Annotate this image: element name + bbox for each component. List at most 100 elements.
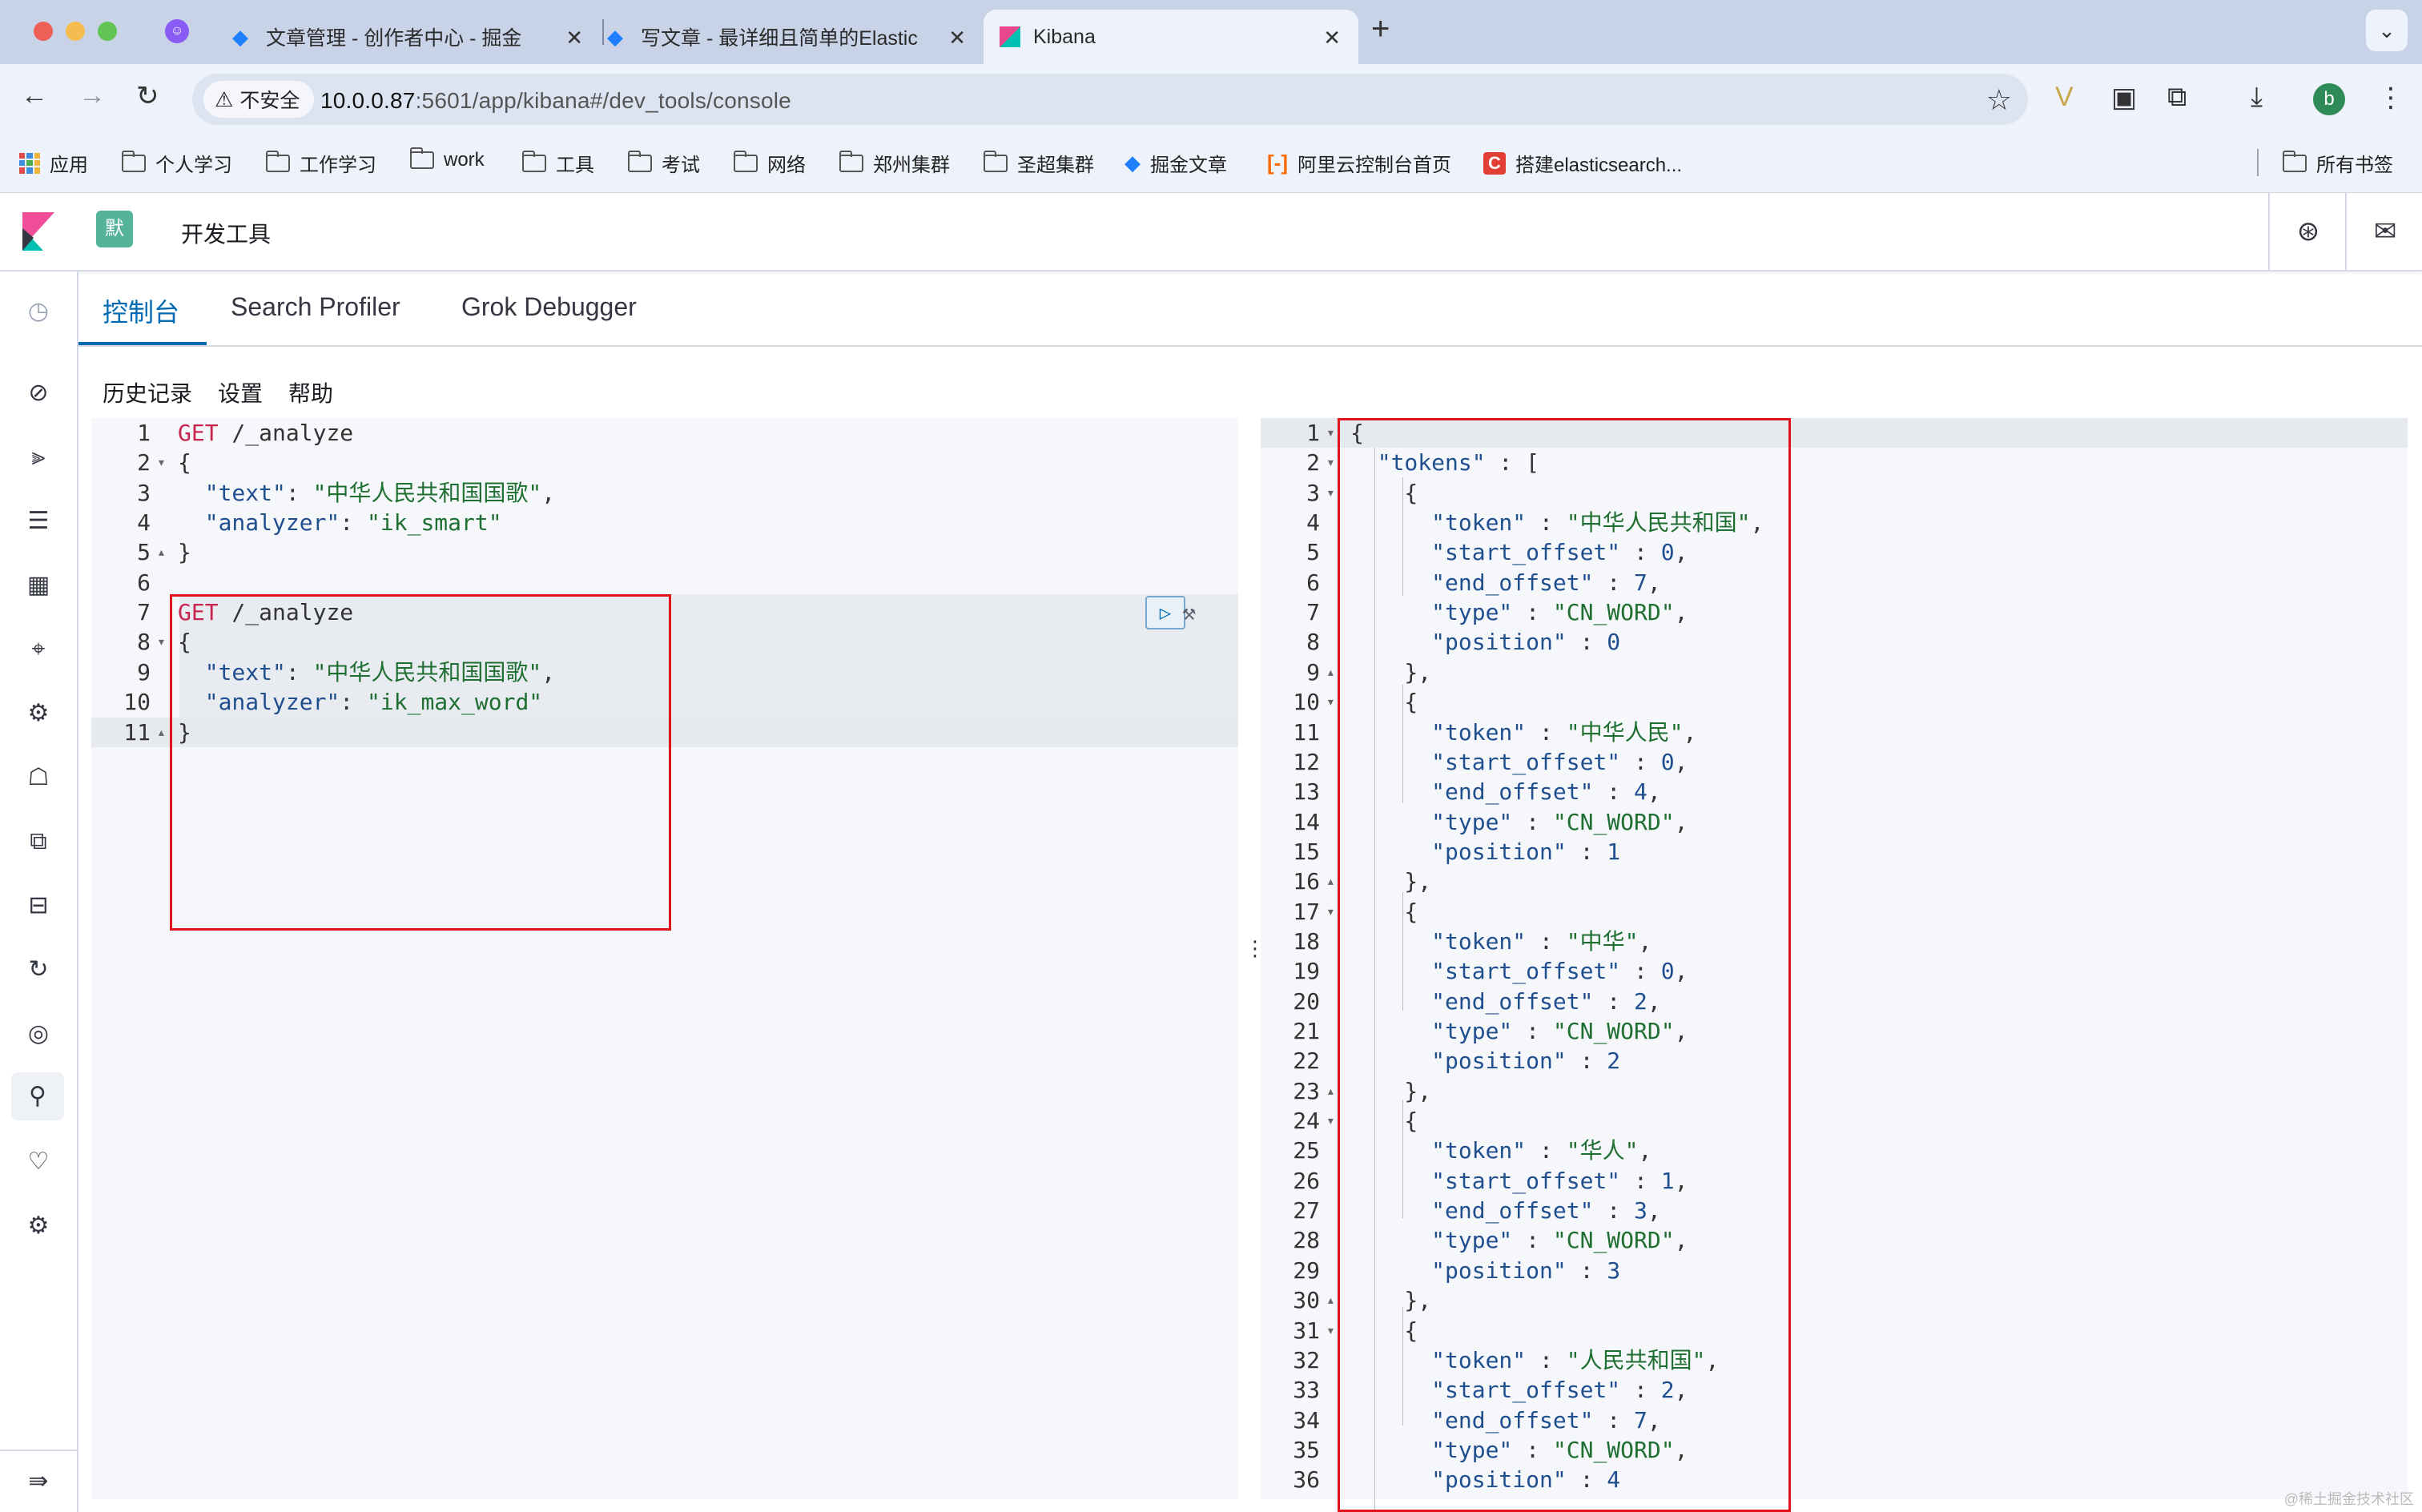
bookmark-all[interactable]: 所有书签 xyxy=(2282,149,2393,177)
forward-icon[interactable]: → xyxy=(78,80,106,111)
bookmark-juejin[interactable]: ◆掘金文章 xyxy=(1124,149,1227,177)
tab-grok-debugger[interactable]: Grok Debugger xyxy=(461,292,637,321)
wrench-icon[interactable]: ⚒ xyxy=(1182,599,1196,625)
indent-guide xyxy=(1402,685,1403,803)
fold-toggle-icon[interactable]: ▴ xyxy=(1326,1082,1335,1100)
new-tab-icon[interactable]: + xyxy=(1371,11,1390,46)
bookmark-folder[interactable]: work xyxy=(409,147,485,171)
close-icon[interactable]: ✕ xyxy=(948,26,966,50)
more-menu-icon[interactable]: ⋮ xyxy=(2377,82,2404,113)
tab-console[interactable]: 控制台 xyxy=(103,298,180,327)
line-number: 2 xyxy=(1306,449,1320,477)
browser-tab-bar: ☺ ◆ 文章管理 - 创作者中心 - 掘金 ✕ ◆ 写文章 - 最详细且简单的E… xyxy=(0,0,2422,64)
browser-tab-write-article[interactable]: ◆ 写文章 - 最详细且简单的Elastic ✕ xyxy=(607,10,984,64)
fold-toggle-icon[interactable]: ▴ xyxy=(157,723,166,741)
close-icon[interactable]: ✕ xyxy=(565,26,583,50)
fold-toggle-icon[interactable]: ▴ xyxy=(1326,663,1335,681)
fold-toggle-icon[interactable]: ▾ xyxy=(1326,424,1335,441)
fold-toggle-icon[interactable]: ▾ xyxy=(1326,484,1335,501)
bookmark-star-icon[interactable]: ☆ xyxy=(1985,83,2012,116)
line-number: 36 xyxy=(1293,1466,1320,1494)
code-text: "token" : "中华人民", xyxy=(1350,718,1697,746)
fold-toggle-icon[interactable]: ▴ xyxy=(1326,1292,1335,1309)
fold-toggle-icon[interactable]: ▾ xyxy=(1326,1321,1335,1339)
tab-group-icon[interactable]: ☺ xyxy=(165,19,189,43)
url-text[interactable]: 10.0.0.87:5601/app/kibana#/dev_tools/con… xyxy=(320,88,791,114)
code-line: 11 "token" : "中华人民", xyxy=(1261,718,2408,747)
window-zoom-button[interactable] xyxy=(98,22,117,41)
extension-v-icon[interactable]: V xyxy=(2055,82,2074,112)
fold-toggle-icon[interactable]: ▾ xyxy=(1326,694,1335,711)
tab-search-profiler[interactable]: Search Profiler xyxy=(231,292,400,321)
bookmark-aliyun[interactable]: [-]阿里云控制台首页 xyxy=(1267,149,1451,177)
code-text: "tokens" : [ xyxy=(1350,449,1540,477)
bookmark-apps[interactable]: 应用 xyxy=(19,149,88,177)
code-line: 23▴ }, xyxy=(1261,1076,2408,1106)
extensions-puzzle-icon[interactable]: ⧉ xyxy=(2167,82,2187,112)
fold-toggle-icon[interactable]: ▾ xyxy=(1326,903,1335,920)
expand-nav-icon[interactable]: ⇛ xyxy=(0,1450,77,1512)
monitoring-icon[interactable]: ♡ xyxy=(27,1148,50,1175)
ml-icon[interactable]: ⚙ xyxy=(27,700,50,726)
fold-toggle-icon[interactable]: ▴ xyxy=(157,544,166,561)
extension-save-icon[interactable]: ▣ xyxy=(2111,82,2138,113)
bookmark-folder[interactable]: 考试 xyxy=(627,149,700,177)
space-avatar[interactable]: 默 xyxy=(96,211,133,247)
line-number: 7 xyxy=(137,599,151,626)
fold-toggle-icon[interactable]: ▾ xyxy=(157,454,166,472)
kibana-logo[interactable] xyxy=(22,212,54,251)
code-line: 10 "analyzer": "ik_max_word" xyxy=(91,687,1238,717)
code-text: "position" : 2 xyxy=(1350,1048,1621,1075)
menu-history[interactable]: 历史记录 xyxy=(103,381,193,406)
code-text: }, xyxy=(1350,1077,1432,1104)
window-close-button[interactable] xyxy=(34,22,53,41)
tab-title: 写文章 - 最详细且简单的Elastic xyxy=(641,27,918,50)
browser-tab-article-manage[interactable]: ◆ 文章管理 - 创作者中心 - 掘金 ✕ xyxy=(232,10,601,64)
newsfeed-icon[interactable]: ✉ xyxy=(2345,193,2422,270)
juejin-icon: ◆ xyxy=(1124,151,1141,175)
url-omnibox[interactable]: ⚠ 不安全 10.0.0.87:5601/app/kibana#/dev_too… xyxy=(192,74,2028,125)
recent-icon[interactable]: ◷ xyxy=(27,298,50,324)
bookmark-folder[interactable]: 工具 xyxy=(521,149,594,177)
bookmark-folder[interactable]: 郑州集群 xyxy=(839,149,950,177)
reload-icon[interactable]: ↻ xyxy=(136,81,159,111)
back-icon[interactable]: ← xyxy=(21,80,48,111)
bookmark-folder[interactable]: 个人学习 xyxy=(121,149,232,177)
code-text: "start_offset" : 1, xyxy=(1350,1167,1688,1194)
apm-icon[interactable]: ⊟ xyxy=(28,892,49,919)
canvas-icon[interactable]: ▦ xyxy=(26,572,50,598)
discover-icon[interactable]: ⊘ xyxy=(28,380,49,406)
download-icon[interactable]: ⤓ xyxy=(2251,82,2263,112)
dashboard-icon[interactable]: ☰ xyxy=(27,508,50,534)
window-minimize-button[interactable] xyxy=(66,22,85,41)
tab-search-icon[interactable]: ⌄ xyxy=(2366,10,2408,51)
dev-tools-icon[interactable]: ⚲ xyxy=(11,1072,64,1120)
fold-toggle-icon[interactable]: ▾ xyxy=(1326,454,1335,472)
logs-icon[interactable]: ⧉ xyxy=(30,828,47,855)
bookmark-folder[interactable]: 工作学习 xyxy=(265,149,376,177)
menu-help[interactable]: 帮助 xyxy=(288,381,334,406)
csdn-icon: C xyxy=(1483,151,1506,175)
fold-toggle-icon[interactable]: ▾ xyxy=(1326,1112,1335,1130)
profile-avatar[interactable]: b xyxy=(2313,83,2345,115)
site-info-chip[interactable]: ⚠ 不安全 xyxy=(203,81,315,118)
help-icon[interactable]: ⊛ xyxy=(2268,193,2347,270)
bookmark-folder[interactable]: 网络 xyxy=(733,149,806,177)
fold-toggle-icon[interactable]: ▴ xyxy=(1326,873,1335,891)
send-request-button[interactable]: ▷ xyxy=(1145,596,1185,629)
fold-toggle-icon[interactable]: ▾ xyxy=(157,633,166,651)
maps-icon[interactable]: ⌖ xyxy=(31,636,46,662)
uptime-icon[interactable]: ↻ xyxy=(28,956,49,983)
folder-icon xyxy=(627,150,652,172)
close-icon[interactable]: ✕ xyxy=(1323,26,1341,50)
editor-resizer[interactable]: ⋮ xyxy=(1245,936,1265,960)
visualize-icon[interactable]: ⫸ xyxy=(31,444,46,470)
browser-tab-kibana[interactable]: Kibana ✕ xyxy=(984,10,1358,64)
siem-icon[interactable]: ◎ xyxy=(27,1020,50,1047)
bookmark-folder[interactable]: 圣超集群 xyxy=(983,149,1094,177)
menu-settings[interactable]: 设置 xyxy=(218,381,264,406)
infrastructure-icon[interactable]: ☖ xyxy=(27,764,50,790)
management-gear-icon[interactable]: ⚙ xyxy=(27,1212,50,1239)
